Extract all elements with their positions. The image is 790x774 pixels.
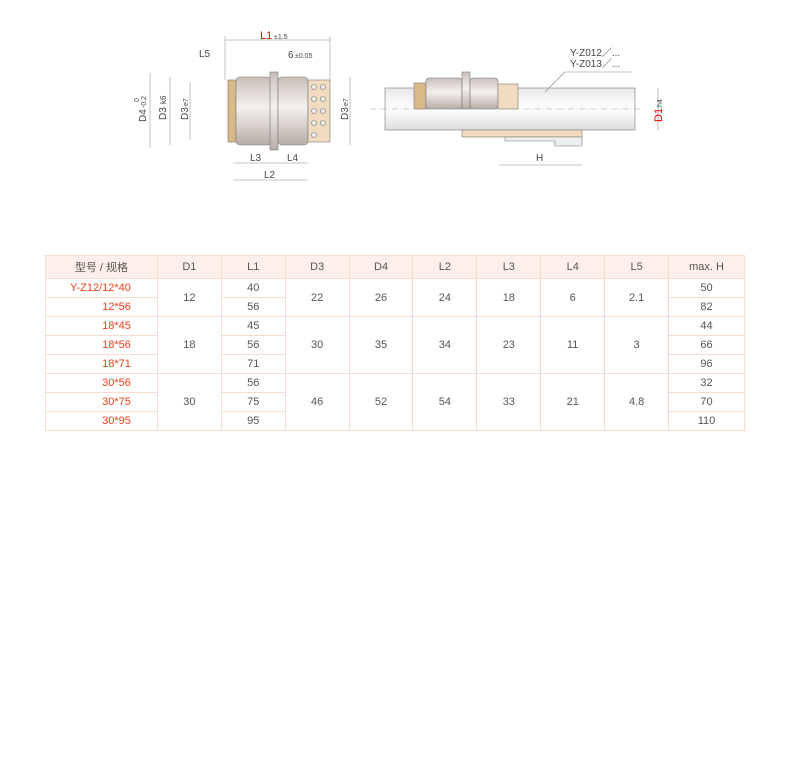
- cell-L1: 45: [220, 316, 286, 336]
- dim-L1: L1: [260, 30, 272, 42]
- dim-D3-k6: D3: [158, 107, 169, 120]
- cell-maxH: 66: [668, 335, 745, 355]
- cell-D3: 46: [284, 373, 350, 431]
- cell-model: 30*75: [45, 392, 158, 412]
- header-L3: L3: [476, 255, 542, 279]
- dim-D3-e7-left: D3: [180, 107, 191, 120]
- table-row: 12*56 56 82: [45, 297, 745, 317]
- dim-L4: L4: [287, 153, 299, 164]
- dim-L1-tol: ±1.5: [274, 34, 288, 41]
- dim-D4-tol-bottom: -0.2: [141, 96, 148, 108]
- cell-L1: 40: [220, 278, 286, 298]
- header-L2: L2: [412, 255, 478, 279]
- cell-model: 18*71: [45, 354, 158, 374]
- cell-L4: 21: [540, 373, 606, 431]
- cell-L5: 3: [604, 316, 670, 374]
- dim-k6: k6: [159, 95, 168, 104]
- cell-maxH: 110: [668, 411, 745, 431]
- cell-model: 30*56: [45, 373, 158, 393]
- cell-model: Y-Z12/12*40: [45, 278, 158, 298]
- cell-L1: 95: [220, 411, 286, 431]
- dim-D1: D1: [653, 108, 665, 122]
- header-L5: L5: [604, 255, 670, 279]
- cell-L2: 54: [412, 373, 478, 431]
- cell-D1: 30: [156, 373, 222, 431]
- cell-L4: 11: [540, 316, 606, 374]
- cell-L4: 6: [540, 278, 606, 317]
- bushing-side-view: [149, 36, 351, 181]
- header-D1: D1: [156, 255, 222, 279]
- cell-maxH: 32: [668, 373, 745, 393]
- cell-D3: 22: [284, 278, 350, 317]
- header-L1: L1: [220, 255, 286, 279]
- header-D3: D3: [284, 255, 350, 279]
- cell-D3: 30: [284, 316, 350, 374]
- cell-L5: 4.8: [604, 373, 670, 431]
- table-row: 18*56 56 66: [45, 335, 745, 355]
- cell-maxH: 44: [668, 316, 745, 336]
- cell-L5: 2.1: [604, 278, 670, 317]
- cell-model: 18*45: [45, 316, 158, 336]
- dim-h4: h4: [657, 99, 664, 107]
- cell-maxH: 70: [668, 392, 745, 412]
- dim-L3: L3: [250, 153, 262, 164]
- cell-L3: 23: [476, 316, 542, 374]
- header-maxH: max. H: [668, 255, 745, 279]
- dim-e7-right: e7: [343, 98, 350, 106]
- dim-D4-tol-top: 0: [134, 98, 141, 102]
- dim-6-tol: ±0.05: [295, 53, 313, 60]
- cell-L1: 56: [220, 373, 286, 393]
- dim-H: H: [536, 153, 543, 164]
- cell-model: 12*56: [45, 297, 158, 317]
- cell-L2: 34: [412, 316, 478, 374]
- dim-L2: L2: [264, 170, 276, 181]
- cell-D4: 35: [348, 316, 414, 374]
- table-row: 30*95 95 110: [45, 411, 745, 431]
- dim-D4: D4: [138, 109, 149, 122]
- cell-L2: 24: [412, 278, 478, 317]
- table-header: 型号 / 规格 D1 L1 D3 D4 L2 L3 L4 L5 max. H: [45, 255, 745, 279]
- cell-maxH: 96: [668, 354, 745, 374]
- cell-D1: 18: [156, 316, 222, 374]
- dim-D3-e7-right: D3: [340, 107, 351, 120]
- header-D4: D4: [348, 255, 414, 279]
- cell-L1: 56: [220, 297, 286, 317]
- cell-model: 18*56: [45, 335, 158, 355]
- part-label-YZ012: Y-Z012／...: [570, 47, 620, 59]
- dim-e7-left: e7: [183, 98, 190, 106]
- cell-maxH: 82: [668, 297, 745, 317]
- shaft-assembly-view: [370, 71, 659, 166]
- part-label-YZ013: Y-Z013／...: [570, 58, 620, 70]
- header-L4: L4: [540, 255, 606, 279]
- cell-L1: 75: [220, 392, 286, 412]
- dim-L5: L5: [199, 49, 211, 60]
- spec-table: 型号 / 规格 D1 L1 D3 D4 L2 L3 L4 L5 max. H Y…: [45, 255, 745, 431]
- cell-L3: 33: [476, 373, 542, 431]
- table-row: 18*71 71 96: [45, 354, 745, 374]
- cell-maxH: 50: [668, 278, 745, 298]
- cell-model: 30*95: [45, 411, 158, 431]
- cell-L1: 56: [220, 335, 286, 355]
- cell-D4: 26: [348, 278, 414, 317]
- cell-D1: 12: [156, 278, 222, 317]
- dim-6: 6: [288, 50, 294, 61]
- header-model: 型号 / 规格: [45, 255, 158, 279]
- cell-L3: 18: [476, 278, 542, 317]
- cell-D4: 52: [348, 373, 414, 431]
- cell-L1: 71: [220, 354, 286, 374]
